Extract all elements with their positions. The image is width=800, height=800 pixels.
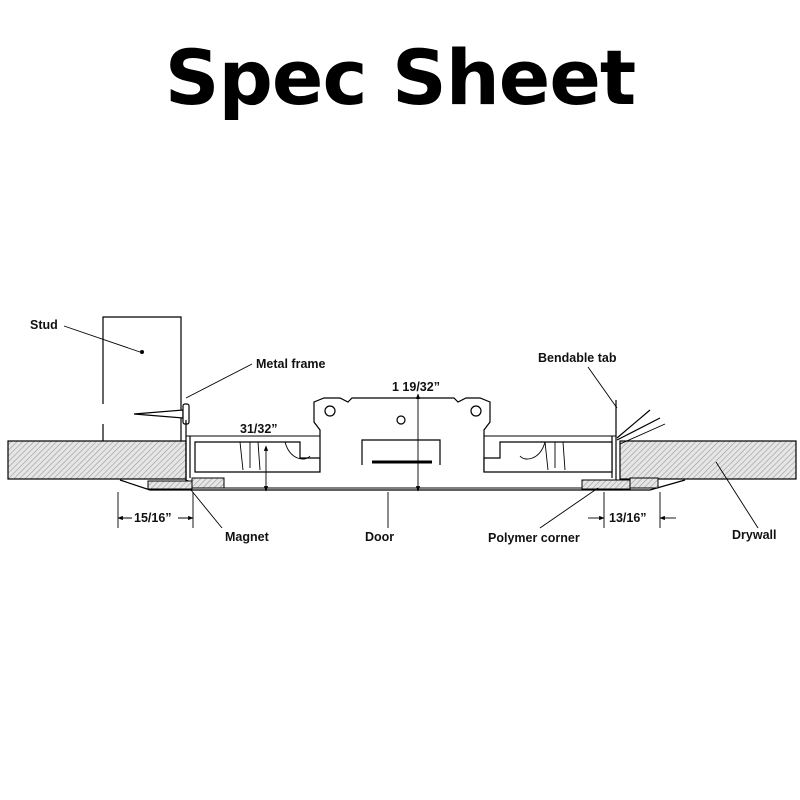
dimension-right-overlap-label: 13/16” <box>609 511 647 525</box>
drywall-left <box>7 440 187 480</box>
door-panel <box>119 479 686 491</box>
polymer-corner-right <box>581 479 631 490</box>
label-bendable-tab: Bendable tab <box>538 351 617 365</box>
dimension-frame-depth: 31/32” <box>240 422 278 492</box>
label-polymer-corner: Polymer corner <box>488 531 580 545</box>
dimension-right-overlap: 13/16” <box>588 492 676 528</box>
drywall-right <box>619 440 797 480</box>
polymer-corner-left <box>191 477 225 489</box>
polymer-corner-right-2 <box>629 477 659 489</box>
stud <box>102 316 182 441</box>
label-stud: Stud <box>30 318 58 332</box>
page-title: Spec Sheet <box>164 33 636 122</box>
dimension-frame-depth-label: 31/32” <box>240 422 278 436</box>
dimension-left-overlap: 15/16” <box>117 492 194 528</box>
label-metal-frame: Metal frame <box>256 357 326 371</box>
dimension-overall-depth-label: 1 19/32” <box>392 380 440 394</box>
label-magnet: Magnet <box>225 530 270 544</box>
label-door: Door <box>365 530 394 544</box>
label-drywall: Drywall <box>732 528 776 542</box>
magnet <box>147 480 193 490</box>
dimension-left-overlap-label: 15/16” <box>134 511 172 525</box>
door-latch-assembly <box>194 397 613 473</box>
dimension-overall-depth: 1 19/32” <box>392 380 440 492</box>
stud-marker <box>140 350 144 354</box>
bendable-tab <box>616 409 666 445</box>
screw <box>133 403 190 425</box>
